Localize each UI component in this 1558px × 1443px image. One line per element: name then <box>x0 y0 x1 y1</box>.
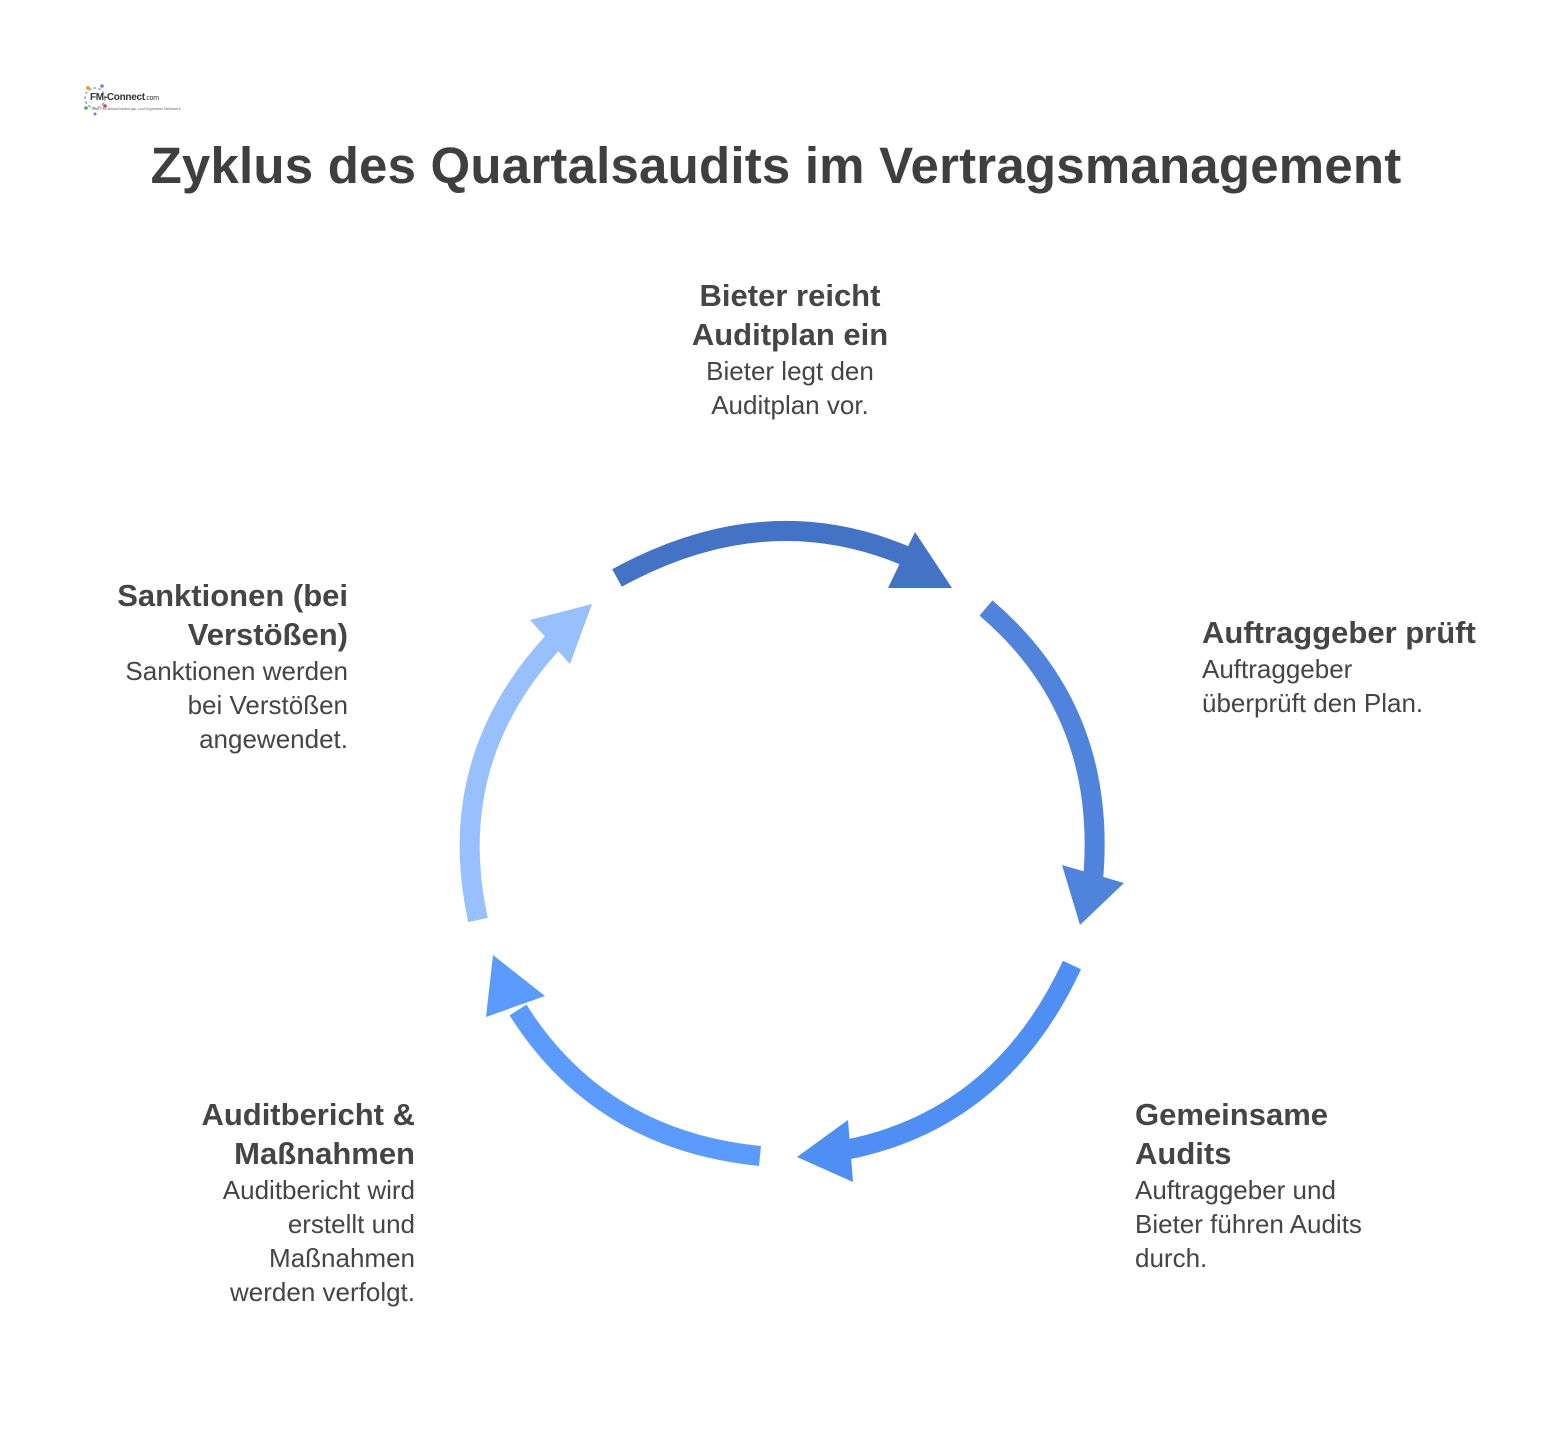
step-description: Auditbericht wird erstellt und Maßnahmen… <box>222 1175 415 1307</box>
cycle-arrowhead-right <box>1062 865 1124 925</box>
step-bieter-auditplan: Bieter reicht Auditplan ein Bieter legt … <box>640 276 940 422</box>
cycle-arrow-bottom-right <box>843 960 1082 1160</box>
step-auditbericht-massnahmen: Auditbericht & Maßnahmen Auditbericht wi… <box>95 1095 415 1309</box>
cycle-arrowhead-top <box>888 532 952 588</box>
step-title: Auftraggeber prüft <box>1202 615 1476 650</box>
cycle-arrow-bottom-left <box>509 1004 761 1166</box>
fm-connect-logo: FM-Connect.com Das FM-Ausschreibungs- un… <box>80 78 181 118</box>
step-sanktionen: Sanktionen (bei Verstößen) Sanktionen we… <box>40 576 348 756</box>
cycle-arrow-top <box>612 520 920 587</box>
cycle-arrowhead-left <box>530 604 592 664</box>
step-description: Sanktionen werden bei Verstößen angewend… <box>125 656 348 754</box>
logo-brand-text: FM-Connect.com <box>90 92 159 103</box>
step-description: Auftraggeber und Bieter führen Audits du… <box>1135 1175 1362 1273</box>
step-description: Auftraggeber überprüft den Plan. <box>1202 654 1424 718</box>
step-description: Bieter legt den Auditplan vor. <box>706 356 874 420</box>
logo-swirl-icon <box>84 84 107 116</box>
cycle-arrow-left <box>459 633 563 923</box>
step-title: Gemeinsame Audits <box>1135 1097 1328 1171</box>
cycle-arrow-right <box>979 600 1105 881</box>
cycle-arrowhead-bottom-right <box>797 1120 853 1182</box>
step-auftraggeber-prueft: Auftraggeber prüft Auftraggeber überprüf… <box>1202 613 1542 720</box>
step-title: Auditbericht & Maßnahmen <box>201 1097 415 1171</box>
page-title: Zyklus des Quartalsaudits im Vertragsman… <box>150 137 1402 194</box>
logo-tagline: Das FM-Ausschreibungs- und Ingenieur-Net… <box>92 106 181 111</box>
step-title: Sanktionen (bei Verstößen) <box>117 578 348 652</box>
step-gemeinsame-audits: Gemeinsame Audits Auftraggeber und Biete… <box>1135 1095 1465 1275</box>
step-title: Bieter reicht Auditplan ein <box>691 278 889 352</box>
cycle-arrowhead-bottom-left <box>486 955 545 1017</box>
